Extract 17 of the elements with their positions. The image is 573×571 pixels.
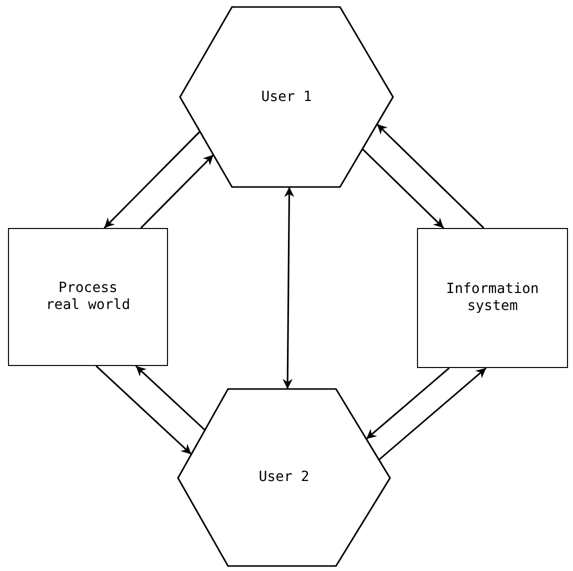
node-label: User 1 [261, 88, 312, 106]
node-label: Information system [445, 281, 540, 315]
process-box [8, 228, 168, 366]
arrow [362, 148, 444, 229]
arrow [104, 130, 200, 229]
hexagon-node [178, 389, 390, 566]
node-label: User 2 [258, 469, 310, 486]
arrow [135, 365, 206, 431]
arrow [366, 367, 450, 440]
process-box [417, 228, 568, 368]
arrow [378, 367, 487, 460]
node-label: Process real world [44, 280, 132, 314]
arrow [96, 365, 192, 455]
hexagon-node [180, 7, 393, 187]
arrow [282, 187, 294, 389]
arrow [140, 154, 214, 229]
arrow [376, 124, 484, 229]
